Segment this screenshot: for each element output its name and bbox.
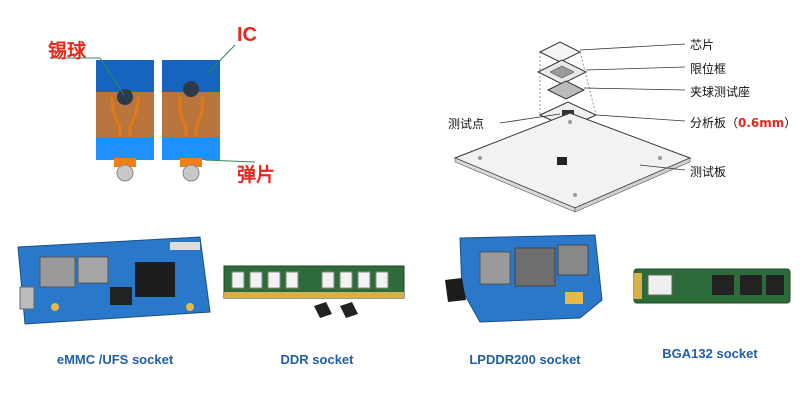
analysis-board-close: ） (784, 116, 797, 130)
lpddr200-board-image (440, 230, 610, 330)
exploded-view-svg (453, 41, 692, 213)
base-right (162, 137, 220, 160)
chip-label: 芯片 (690, 38, 715, 52)
exploded-view-diagram (440, 30, 700, 220)
socket-body-right (162, 92, 220, 137)
caption-ddr: DDR socket (280, 352, 354, 367)
ddr-module-image (222, 262, 407, 322)
analysis-board-text: 分析板（ (690, 116, 739, 130)
emmc-ufs-board-image (10, 232, 215, 332)
test-point-label: 测试点 (448, 117, 485, 131)
solder-ball-left (117, 89, 133, 105)
caption-lpddr200: LPDDR200 socket (469, 352, 581, 367)
bga132-board-image (632, 265, 792, 310)
test-board-shape (453, 112, 692, 209)
spring-label: 弹片 (237, 164, 276, 186)
ic-block-left (96, 60, 154, 92)
limit-frame-label: 限位框 (690, 62, 727, 76)
clamp-socket-label: 夹球测试座 (690, 85, 751, 99)
ic-label: IC (237, 24, 257, 46)
caption-bga132: BGA132 socket (662, 346, 758, 361)
solder-ball-label: 锡球 (48, 40, 87, 62)
cross-section-svg (50, 44, 256, 182)
cross-section-diagram (40, 15, 300, 205)
caption-emmc-ufs: eMMC /UFS socket (56, 352, 174, 367)
test-board-label: 测试板 (690, 165, 727, 179)
analysis-board-thickness: 0.6mm (738, 116, 785, 130)
base-left (96, 137, 154, 160)
analysis-board-label: 分析板（0.6mm） (690, 114, 796, 131)
chip-shape (538, 41, 582, 63)
